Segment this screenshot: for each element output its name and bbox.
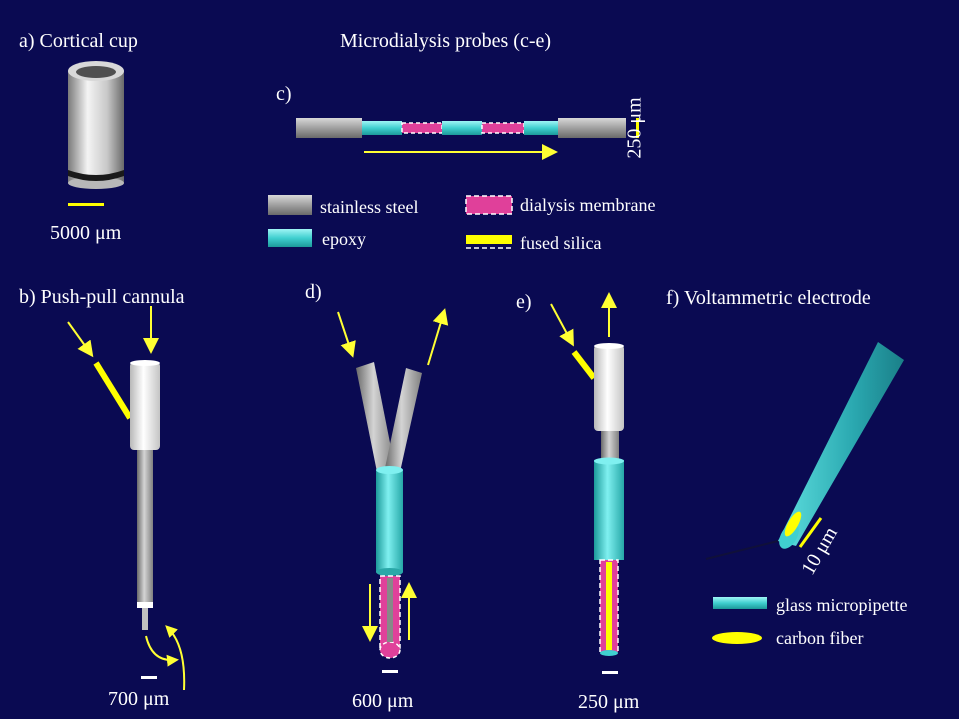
inflow-arrow-d	[337, 311, 356, 358]
scale-label-b: 700 μm	[108, 688, 170, 710]
linear-probe	[296, 118, 626, 138]
scale-label-d: 600 μm	[352, 690, 414, 712]
legend-label-steel: stainless steel	[320, 197, 419, 217]
legend-swatch-silica	[466, 235, 512, 249]
outflow-arrow-d	[427, 308, 449, 366]
legend-label-epoxy: epoxy	[322, 229, 366, 249]
panel-label-d: d)	[305, 281, 322, 303]
legend-swatch-membrane	[465, 195, 513, 215]
microdialysis-title: Microdialysis probes (c-e)	[340, 30, 552, 52]
legend-swatch-carbon-fiber	[712, 632, 762, 644]
concentric-probe-d	[356, 362, 422, 659]
scale-label-e: 250 μm	[578, 691, 640, 713]
scale-label-a: 5000 μm	[50, 222, 122, 244]
scale-bar-a	[68, 203, 104, 206]
legend-label-membrane: dialysis membrane	[520, 195, 656, 215]
scale-bar-b	[141, 676, 157, 679]
legend-label-silica: fused silica	[520, 233, 602, 253]
voltammetric-electrode	[705, 342, 904, 560]
legend-label-carbon-fiber: carbon fiber	[776, 628, 864, 648]
return-arrow-b	[165, 625, 186, 691]
panel-label-a: a) Cortical cup	[19, 30, 138, 52]
legend-swatch-pipette	[713, 597, 767, 609]
inflow-arrow-b	[67, 321, 94, 358]
legend-swatch-steel	[268, 195, 312, 215]
outflow-arrow-b	[145, 635, 179, 667]
scale-label-c: 250 μm	[623, 97, 646, 159]
panel-label-e: e)	[516, 291, 532, 313]
scale-bar-f	[798, 517, 823, 548]
panel-label-c: c)	[276, 83, 292, 105]
legend-label-pipette: glass micropipette	[776, 595, 908, 615]
inflow-arrow-e	[550, 303, 574, 347]
probe-e	[571, 343, 624, 656]
panel-label-b: b) Push-pull cannula	[19, 286, 185, 308]
cortical-cup	[68, 61, 124, 189]
push-pull-cannula	[93, 360, 160, 630]
panel-label-f: f) Voltammetric electrode	[666, 287, 871, 309]
legend-swatch-epoxy	[268, 229, 312, 247]
scale-bar-c	[636, 118, 639, 138]
scale-bar-d	[382, 670, 398, 673]
scale-bar-e	[602, 671, 618, 674]
